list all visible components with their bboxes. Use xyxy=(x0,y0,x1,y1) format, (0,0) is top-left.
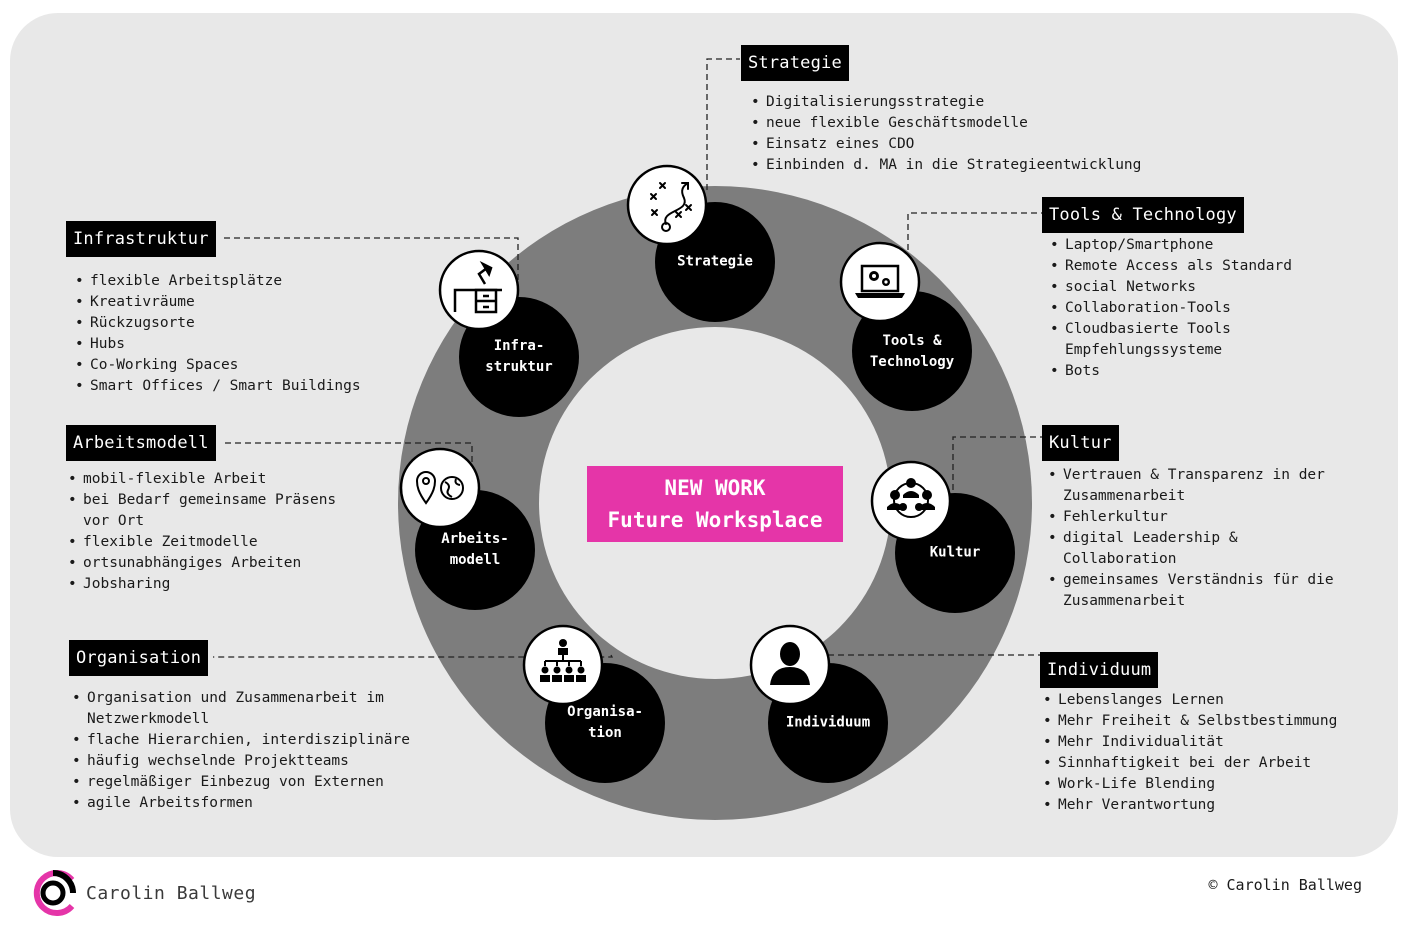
list-item: Bots xyxy=(1050,361,1292,382)
list-item: Laptop/Smartphone xyxy=(1050,235,1292,256)
node-label-individuum: Individuum xyxy=(785,714,871,731)
list-item: Collaboration-Tools xyxy=(1050,298,1292,319)
list-item: Digitalisierungsstrategie xyxy=(751,92,1141,113)
list-item: Vertrauen & Transparenz in der Zusammena… xyxy=(1048,465,1334,507)
list-item: neue flexible Geschäftsmodelle xyxy=(751,113,1141,134)
center-title-line2: Future Worksplace xyxy=(607,508,823,532)
list-item: bei Bedarf gemeinsame Präsens vor Ort xyxy=(68,490,336,532)
header-infrastruktur: Infrastruktur xyxy=(66,221,216,257)
list-item: Smart Offices / Smart Buildings xyxy=(75,376,361,397)
list-item: digital Leadership & Collaboration xyxy=(1048,528,1334,570)
list-item: ortsunabhängiges Arbeiten xyxy=(68,553,336,574)
list-item: Sinnhaftigkeit bei der Arbeit xyxy=(1043,753,1337,774)
list-strategie: Digitalisierungsstrategieneue flexible G… xyxy=(751,92,1141,176)
list-item: agile Arbeitsformen xyxy=(72,793,410,814)
desk-glyph xyxy=(453,260,502,314)
header-kultur: Kultur xyxy=(1042,425,1119,461)
header-arbeitsmodell: Arbeitsmodell xyxy=(66,425,216,461)
list-item: regelmäßiger Einbezug von Externen xyxy=(72,772,410,793)
list-item: flache Hierarchien, interdisziplinäre xyxy=(72,730,410,751)
list-arbeitsmodell: mobil-flexible Arbeitbei Bedarf gemeinsa… xyxy=(68,469,336,595)
team-glyph xyxy=(887,478,935,518)
team-circle-icon xyxy=(870,460,952,542)
list-item: Organisation und Zusammenarbeit im Netzw… xyxy=(72,688,410,730)
list-item: mobil-flexible Arbeit xyxy=(68,469,336,490)
person-glyph xyxy=(770,642,810,685)
list-kultur: Vertrauen & Transparenz in der Zusammena… xyxy=(1048,465,1334,612)
list-infrastruktur: flexible ArbeitsplätzeKreativräumeRückzu… xyxy=(75,271,361,397)
list-item: Lebenslanges Lernen xyxy=(1043,690,1337,711)
list-item: Co-Working Spaces xyxy=(75,355,361,376)
list-individuum: Lebenslanges LernenMehr Freiheit & Selbs… xyxy=(1043,690,1337,816)
list-item: häufig wechselnde Projektteams xyxy=(72,751,410,772)
list-item: Mehr Individualität xyxy=(1043,732,1337,753)
list-item: Mehr Freiheit & Selbstbestimmung xyxy=(1043,711,1337,732)
org-chart-glyph xyxy=(540,639,586,682)
list-item: Einbinden d. MA in die Strategieentwickl… xyxy=(751,155,1141,176)
header-individuum: Individuum xyxy=(1040,652,1159,688)
location-globe-glyph xyxy=(415,471,464,505)
list-item: Fehlerkultur xyxy=(1048,507,1334,528)
node-label-organisation: Organisa- tion xyxy=(567,704,643,741)
center-title-line1: NEW WORK xyxy=(664,476,766,500)
list-item: Cloudbasierte Tools Empfehlungssysteme xyxy=(1050,319,1292,361)
node-label-infrastruktur: Infra- struktur xyxy=(485,338,553,375)
list-item: Kreativräume xyxy=(75,292,361,313)
laptop-glyph xyxy=(855,264,905,298)
center-title-box: NEW WORK Future Worksplace xyxy=(587,466,843,542)
list-item: Einsatz eines CDO xyxy=(751,134,1141,155)
list-item: flexible Zeitmodelle xyxy=(68,532,336,553)
list-item: Hubs xyxy=(75,334,361,355)
list-tools: Laptop/SmartphoneRemote Access als Stand… xyxy=(1050,235,1292,382)
header-strategie: Strategie xyxy=(741,45,849,81)
node-label-kultur: Kultur xyxy=(929,544,981,561)
list-item: Remote Access als Standard xyxy=(1050,256,1292,277)
org-chart-icon xyxy=(522,624,604,706)
list-organisation: Organisation und Zusammenarbeit im Netzw… xyxy=(72,688,410,814)
footer-copyright: © Carolin Ballweg xyxy=(1208,876,1362,894)
list-item: gemeinsames Verständnis für die Zusammen… xyxy=(1048,570,1334,612)
header-organisation: Organisation xyxy=(69,640,209,676)
node-label-strategie: Strategie xyxy=(677,253,753,270)
strategy-glyph xyxy=(650,182,692,232)
list-item: social Networks xyxy=(1050,277,1292,298)
laptop-gears-icon xyxy=(839,241,921,323)
header-tools: Tools & Technology xyxy=(1042,197,1244,233)
list-item: Rückzugsorte xyxy=(75,313,361,334)
node-label-tools: Tools & Technology xyxy=(869,333,955,370)
node-label-arbeitsmodell: Arbeits- modell xyxy=(441,531,509,568)
list-item: flexible Arbeitsplätze xyxy=(75,271,361,292)
list-item: Work-Life Blending xyxy=(1043,774,1337,795)
c-ring-logo-icon xyxy=(33,870,76,916)
list-item: Mehr Verantwortung xyxy=(1043,795,1337,816)
strategy-play-icon xyxy=(626,164,708,246)
list-item: Jobsharing xyxy=(68,574,336,595)
footer-brand-name: Carolin Ballweg xyxy=(86,883,257,904)
connector-lines xyxy=(213,58,1042,658)
